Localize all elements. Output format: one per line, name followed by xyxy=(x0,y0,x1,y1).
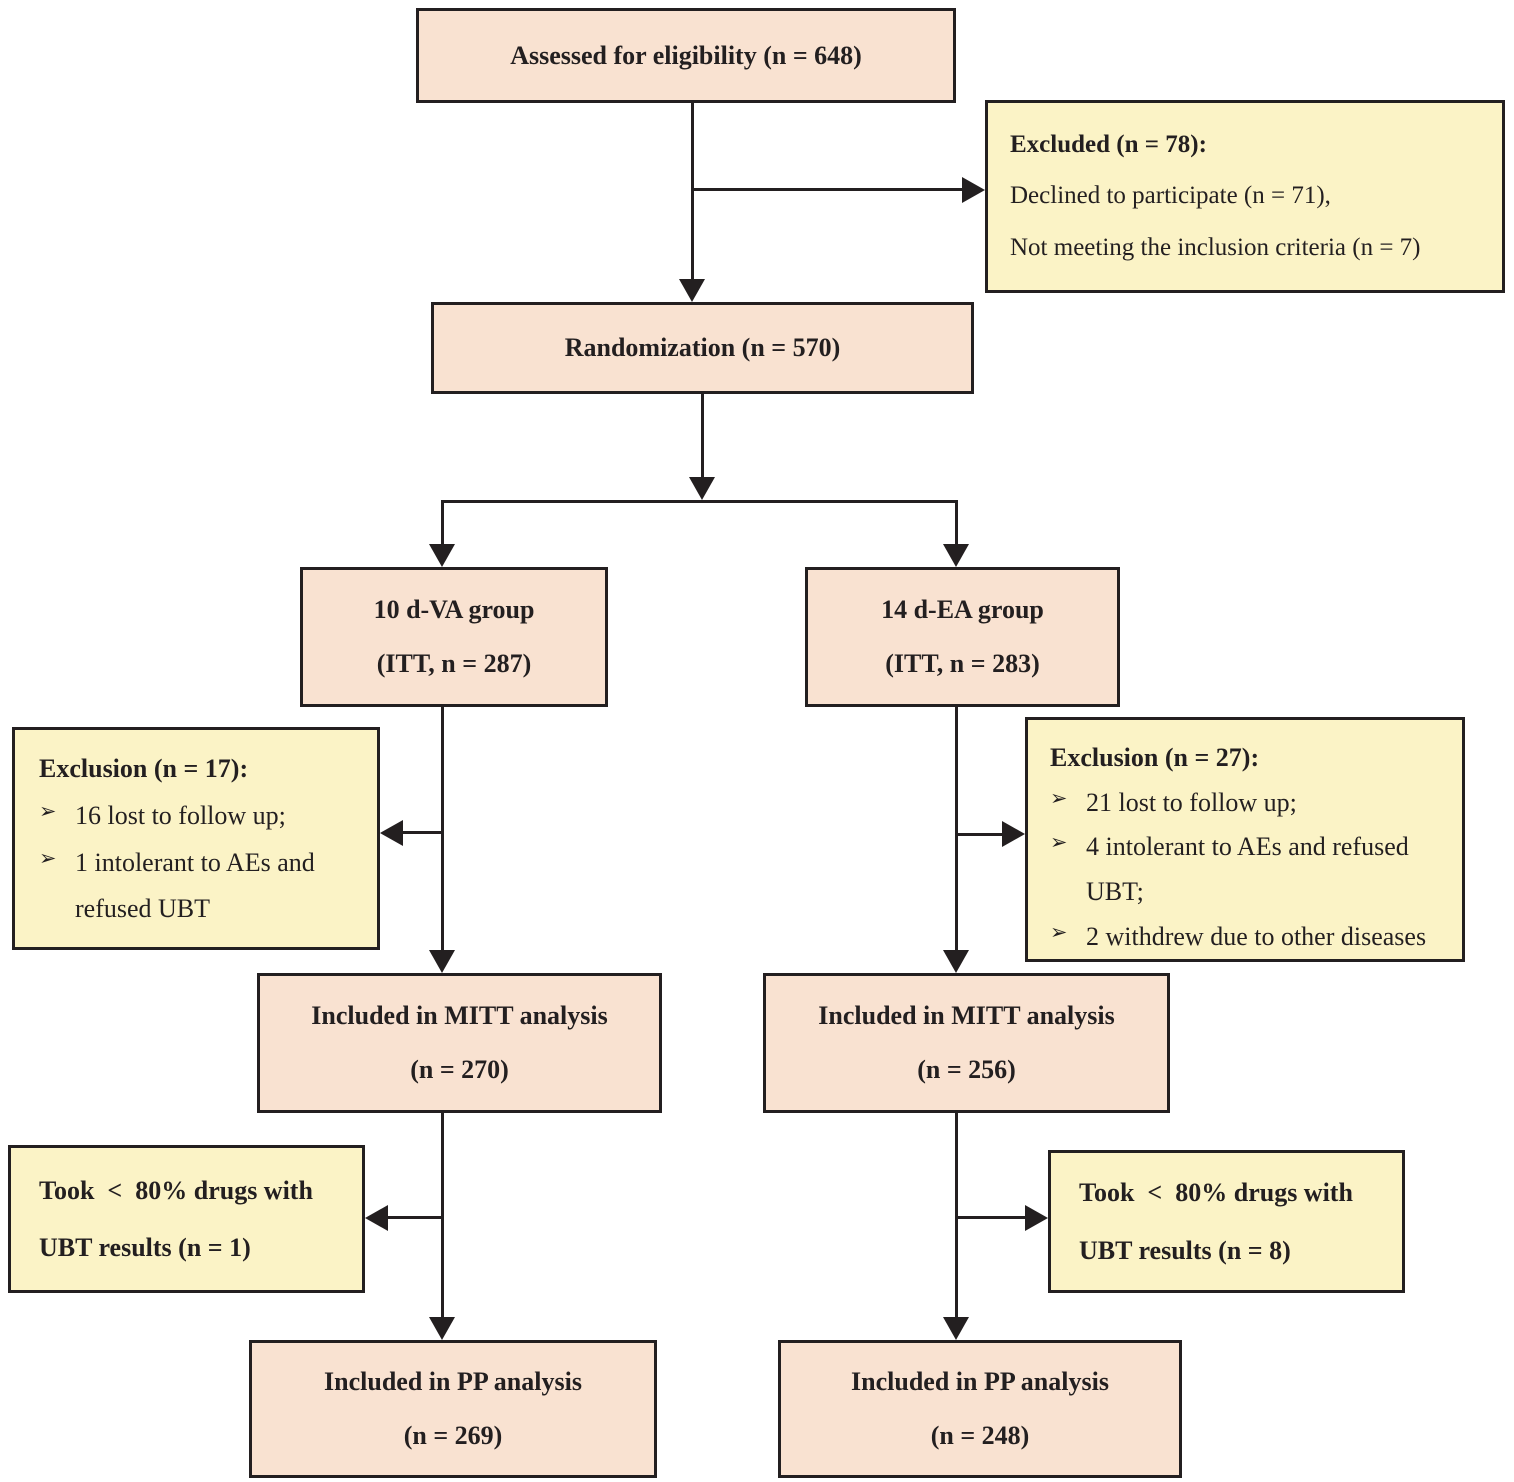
mitt-va-line1: Included in MITT analysis xyxy=(311,1000,608,1030)
list-item-text: 21 lost to follow up; xyxy=(1086,787,1297,817)
group-ea-line2: (ITT, n = 283) xyxy=(885,649,1040,679)
took-ea-box: Took < 80% drugs with UBT results (n = 8… xyxy=(1048,1150,1405,1293)
connector-randomization-to-split xyxy=(701,394,704,479)
list-item-text: Not meeting the inclusion criteria (n = … xyxy=(1010,233,1421,261)
exclusion-ea-items: ➢ 21 lost to follow up; ➢ 4 intolerant to A… xyxy=(1050,781,1454,960)
connector-branch-to-took-ea xyxy=(957,1216,1027,1219)
arrowhead-into-excluded xyxy=(962,177,985,203)
arrowhead-into-randomization xyxy=(679,279,705,302)
arrowhead-bullet-icon: ➢ xyxy=(39,845,57,870)
exclusion-ea-box: Exclusion (n = 27): ➢ 21 lost to follow u… xyxy=(1025,717,1465,962)
excluded-box: Excluded (n = 78): Declined to participa… xyxy=(985,100,1505,293)
connector-group-ea-to-mitt xyxy=(955,707,958,952)
arrowhead-into-group-ea xyxy=(943,544,969,567)
arrowhead-into-took-ea xyxy=(1025,1205,1048,1231)
pp-va-line1: Included in PP analysis xyxy=(324,1367,582,1396)
took-ea-line2: UBT results (n = 8) xyxy=(1079,1235,1291,1265)
connector-split-to-group-ea xyxy=(955,500,958,546)
pp-ea-box: Included in PP analysis (n = 248) xyxy=(778,1340,1182,1478)
arrowhead-into-took-va xyxy=(365,1205,388,1231)
arrowhead-into-pp-ea xyxy=(943,1317,969,1340)
mitt-ea-line2: (n = 256) xyxy=(917,1055,1016,1085)
randomization-box: Randomization (n = 570) xyxy=(431,302,974,394)
exclusion-va-items: ➢ 16 lost to follow up; ➢ 1 intolerant to A… xyxy=(39,793,369,933)
arrowhead-into-exclusion-va xyxy=(380,820,403,846)
list-item: Not meeting the inclusion criteria (n = … xyxy=(1010,222,1488,273)
assessed-eligibility-box: Assessed for eligibility (n = 648) xyxy=(416,8,956,103)
connector-branch-to-exclusion-va xyxy=(401,831,443,834)
list-item: ➢ 4 intolerant to AEs and refused UBT; xyxy=(1050,825,1454,914)
pp-va-line2: (n = 269) xyxy=(403,1421,503,1450)
list-item: ➢ 1 intolerant to AEs and refused UBT xyxy=(39,840,369,934)
connector-split-bar xyxy=(441,500,958,503)
took-ea-line1: Took < 80% drugs with xyxy=(1079,1178,1353,1208)
pp-va-box: Included in PP analysis (n = 269) xyxy=(249,1340,657,1478)
mitt-ea-box: Included in MITT analysis (n = 256) xyxy=(763,973,1170,1113)
list-item: ➢ 2 withdrew due to other diseases xyxy=(1050,915,1454,960)
took-va-box: Took < 80% drugs with UBT results (n = 1… xyxy=(8,1145,365,1293)
arrowhead-into-pp-va xyxy=(429,1317,455,1340)
group-ea-box: 14 d-EA group (ITT, n = 283) xyxy=(805,567,1120,707)
list-item-text: 1 intolerant to AEs and refused UBT xyxy=(75,847,315,924)
exclusion-va-box: Exclusion (n = 17): ➢ 16 lost to follow u… xyxy=(12,727,380,950)
arrowhead-bullet-icon: ➢ xyxy=(1050,919,1068,944)
arrowhead-bullet-icon: ➢ xyxy=(1050,785,1068,810)
connector-branch-to-excluded xyxy=(691,188,964,191)
arrowhead-bullet-icon: ➢ xyxy=(1050,830,1068,855)
pp-ea-line2: (n = 248) xyxy=(930,1421,1030,1450)
group-va-line2: (ITT, n = 287) xyxy=(376,649,532,679)
list-item: Declined to participate (n = 71), xyxy=(1010,170,1488,221)
list-item: ➢ 21 lost to follow up; xyxy=(1050,781,1454,826)
group-ea-line1: 14 d-EA group xyxy=(881,594,1044,624)
arrowhead-bullet-icon: ➢ xyxy=(39,798,57,823)
connector-assessed-to-randomization xyxy=(691,103,694,281)
excluded-items: Declined to participate (n = 71), Not mee… xyxy=(1010,170,1488,273)
exclusion-ea-title: Exclusion (n = 27): xyxy=(1050,743,1260,772)
assessed-eligibility-label: Assessed for eligibility (n = 648) xyxy=(510,40,862,70)
excluded-title: Excluded (n = 78): xyxy=(1010,131,1207,158)
pp-ea-line1: Included in PP analysis xyxy=(851,1367,1109,1396)
randomization-label: Randomization (n = 570) xyxy=(564,333,841,362)
arrowhead-into-mitt-ea xyxy=(943,950,969,973)
connector-split-to-group-va xyxy=(441,500,444,546)
arrowhead-into-mitt-va xyxy=(429,950,455,973)
mitt-va-box: Included in MITT analysis (n = 270) xyxy=(257,973,662,1113)
list-item-text: 16 lost to follow up; xyxy=(75,800,286,830)
exclusion-va-title: Exclusion (n = 17): xyxy=(39,754,249,783)
connector-mitt-ea-to-pp xyxy=(955,1113,958,1319)
arrowhead-into-exclusion-ea xyxy=(1002,821,1025,847)
group-va-box: 10 d-VA group (ITT, n = 287) xyxy=(300,567,608,707)
list-item-text: 4 intolerant to AEs and refused UBT; xyxy=(1086,832,1409,907)
connector-branch-to-exclusion-ea xyxy=(957,833,1004,836)
took-va-line2: UBT results (n = 1) xyxy=(39,1233,251,1262)
connector-branch-to-took-va xyxy=(386,1216,443,1219)
group-va-line1: 10 d-VA group xyxy=(373,594,535,624)
list-item-text: Declined to participate (n = 71), xyxy=(1010,182,1331,210)
arrowhead-into-group-va xyxy=(429,544,455,567)
connector-group-va-to-mitt xyxy=(441,707,444,952)
mitt-ea-line1: Included in MITT analysis xyxy=(818,1000,1115,1030)
took-va-line1: Took < 80% drugs with xyxy=(39,1175,313,1205)
list-item-text: 2 withdrew due to other diseases xyxy=(1086,921,1427,951)
arrowhead-into-split-bar xyxy=(689,477,715,500)
mitt-va-line2: (n = 270) xyxy=(410,1055,509,1085)
list-item: ➢ 16 lost to follow up; xyxy=(39,793,369,840)
